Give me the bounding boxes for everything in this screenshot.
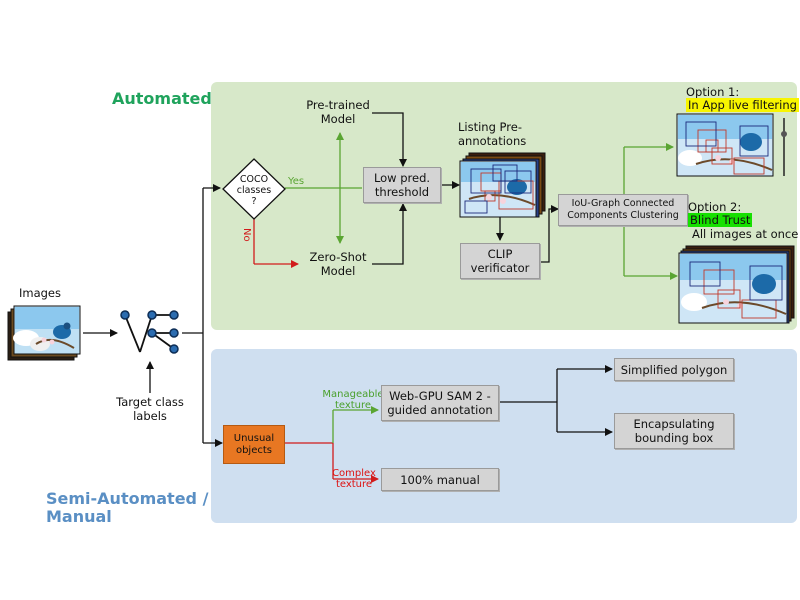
bbox-line1: Encapsulating bbox=[633, 417, 715, 431]
simplified-polygon-box: Simplified polygon bbox=[614, 358, 734, 381]
complex-line1: Complex bbox=[332, 468, 376, 479]
neural-net-icon bbox=[120, 310, 179, 354]
lowpred-line2: threshold bbox=[374, 185, 430, 199]
bounding-box-box: Encapsulating bounding box bbox=[614, 413, 734, 449]
annotated-photo-stack-icon bbox=[459, 152, 546, 218]
iou-graph-clustering-box: IoU-Graph Connected Components Clusterin… bbox=[558, 194, 688, 226]
target-class-labels: Target class labels bbox=[105, 395, 195, 423]
unusual-objects-box: Unusual objects bbox=[223, 425, 285, 464]
unusual-line2: objects bbox=[235, 444, 272, 456]
coco-question: COCO classes ? bbox=[230, 174, 278, 207]
listing-pre-annotations-label: Listing Pre- annotations bbox=[458, 120, 526, 148]
manual-annotation-box: 100% manual bbox=[381, 468, 499, 491]
semi-title-line1: Semi-Automated / bbox=[46, 489, 209, 508]
manageable-line2: texture bbox=[334, 400, 372, 411]
option2-title: Option 2: bbox=[688, 200, 742, 214]
pretrained-model: Pre-trained Model bbox=[300, 98, 376, 126]
sam-line1: Web-GPU SAM 2 - bbox=[389, 389, 491, 403]
semi-automated-title: Semi-Automated / Manual bbox=[46, 490, 208, 526]
zeroshot-line2: Model bbox=[320, 264, 356, 278]
option1-highlight: In App live filtering bbox=[686, 98, 799, 112]
clip-line1: CLIP bbox=[487, 247, 513, 261]
yes-label: Yes bbox=[288, 176, 305, 187]
clip-verificator-box: CLIP verificator bbox=[460, 243, 540, 279]
clip-line2: verificator bbox=[470, 261, 530, 275]
iou-line1: IoU-Graph Connected bbox=[571, 198, 675, 209]
photo-stack-icon bbox=[7, 305, 81, 361]
option2-highlight: Blind Trust bbox=[688, 213, 753, 227]
pretrained-line2: Model bbox=[320, 112, 356, 126]
coco-line1: COCO bbox=[239, 174, 269, 185]
target-label-line2: labels bbox=[133, 409, 167, 423]
coco-line2: classes bbox=[236, 185, 272, 196]
pretrained-line1: Pre-trained bbox=[306, 98, 370, 112]
lowpred-line1: Low pred. bbox=[373, 171, 431, 185]
listing-line2: annotations bbox=[458, 134, 527, 148]
option1-title: Option 1: bbox=[686, 85, 740, 99]
manageable-line1: Manageable bbox=[322, 389, 384, 400]
unusual-line1: Unusual bbox=[233, 432, 275, 444]
target-label-line1: Target class bbox=[116, 395, 184, 409]
images-label: Images bbox=[18, 286, 61, 300]
semi-title-line2: Manual bbox=[46, 507, 112, 526]
sam2-guided-annotation-box: Web-GPU SAM 2 - guided annotation bbox=[381, 385, 499, 421]
option1-live-filter-image bbox=[676, 113, 787, 177]
listing-line1: Listing Pre- bbox=[458, 120, 522, 134]
complex-texture-label: Complex texture bbox=[329, 468, 379, 490]
iou-line2: Components Clustering bbox=[567, 210, 679, 221]
low-pred-threshold-box: Low pred. threshold bbox=[363, 167, 441, 203]
sam-line2: guided annotation bbox=[387, 403, 493, 417]
option2-note: All images at once bbox=[692, 227, 799, 241]
coco-line3: ? bbox=[251, 196, 257, 207]
complex-line2: texture bbox=[335, 479, 373, 490]
option1-subtitle: In App live filtering bbox=[686, 98, 799, 112]
automated-title: Automated bbox=[112, 89, 212, 108]
bbox-line2: bounding box bbox=[634, 431, 714, 445]
option2-subtitle: Blind Trust bbox=[688, 213, 753, 227]
zeroshot-model: Zero-Shot Model bbox=[300, 250, 376, 278]
manageable-texture-label: Manageable texture bbox=[322, 389, 384, 411]
option2-batch-image-stack bbox=[678, 245, 795, 324]
coco-decision-diamond bbox=[222, 158, 286, 220]
zeroshot-line1: Zero-Shot bbox=[309, 250, 367, 264]
no-label: No bbox=[241, 228, 252, 242]
